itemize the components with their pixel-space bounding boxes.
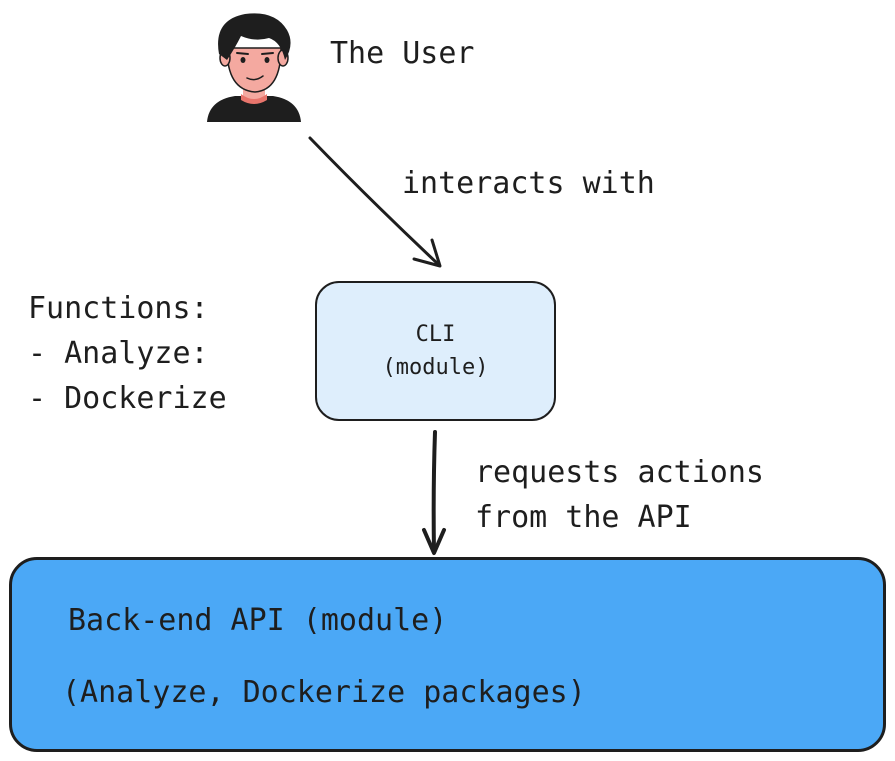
backend-api-subtitle: (Analyze, Dockerize packages) <box>62 675 586 710</box>
edge-label-requests-actions: requests actions from the API <box>475 450 764 540</box>
user-avatar-icon <box>207 13 301 122</box>
backend-api-title: Back-end API (module) <box>68 603 448 638</box>
functions-note: Functions: - Analyze: - Dockerize <box>28 286 227 421</box>
edge-label-requests-actions-line-2: from the API <box>475 500 692 535</box>
cli-module-box: CLI (module) <box>315 281 556 421</box>
functions-note-item-dockerize: - Dockerize <box>28 381 227 416</box>
functions-note-item-analyze: - Analyze: <box>28 336 209 371</box>
arrow-user-to-cli <box>308 136 442 268</box>
edge-label-requests-actions-line-1: requests actions <box>475 455 764 490</box>
backend-api-box <box>9 557 886 752</box>
arrow-cli-to-api <box>422 430 446 555</box>
user-label: The User <box>330 36 475 71</box>
cli-box-subtitle: (module) <box>382 355 489 380</box>
cli-box-title: CLI <box>415 322 456 347</box>
functions-note-heading: Functions: <box>28 291 209 326</box>
edge-label-interacts-with: interacts with <box>402 166 655 201</box>
